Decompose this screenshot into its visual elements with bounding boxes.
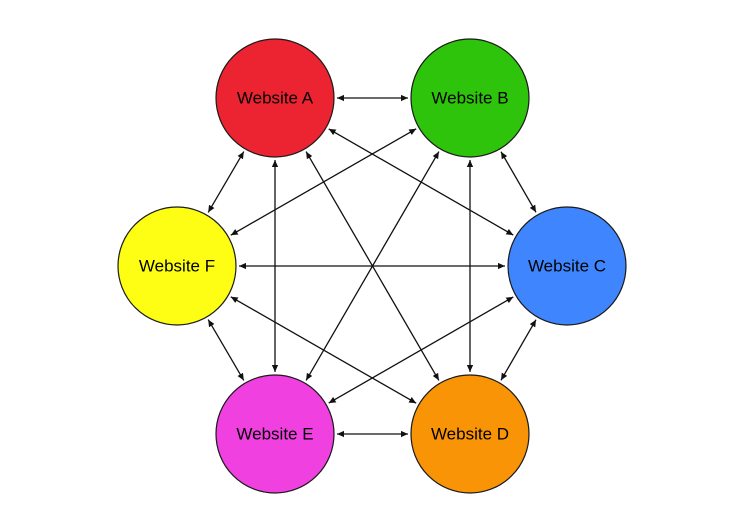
- node-website-e: Website E: [215, 374, 335, 494]
- node-website-f: Website F: [117, 206, 237, 326]
- node-circle: [215, 38, 335, 158]
- node-label: Website B: [431, 89, 508, 108]
- node-label: Website F: [139, 257, 215, 276]
- node-circle: [117, 206, 237, 326]
- edge-e-f: [207, 319, 245, 381]
- node-website-d: Website D: [410, 374, 530, 494]
- node-label: Website D: [431, 425, 509, 444]
- edges-layer: [207, 94, 537, 438]
- edge-a-f: [207, 151, 245, 213]
- edge-d-f: [230, 296, 417, 404]
- node-circle: [410, 374, 530, 494]
- edge-b-f: [230, 128, 417, 236]
- node-label: Website C: [528, 257, 606, 276]
- node-website-a: Website A: [215, 38, 335, 158]
- node-circle: [215, 374, 335, 494]
- edge-c-d: [500, 319, 537, 381]
- node-website-b: Website B: [410, 38, 530, 158]
- node-circle: [507, 206, 627, 326]
- node-circle: [410, 38, 530, 158]
- node-label: Website A: [237, 89, 314, 108]
- nodes-layer: Website A Website B Website C Website D Webs…: [117, 38, 627, 494]
- node-website-c: Website C: [507, 206, 627, 326]
- node-label: Website E: [236, 425, 313, 444]
- edge-b-c: [500, 151, 537, 213]
